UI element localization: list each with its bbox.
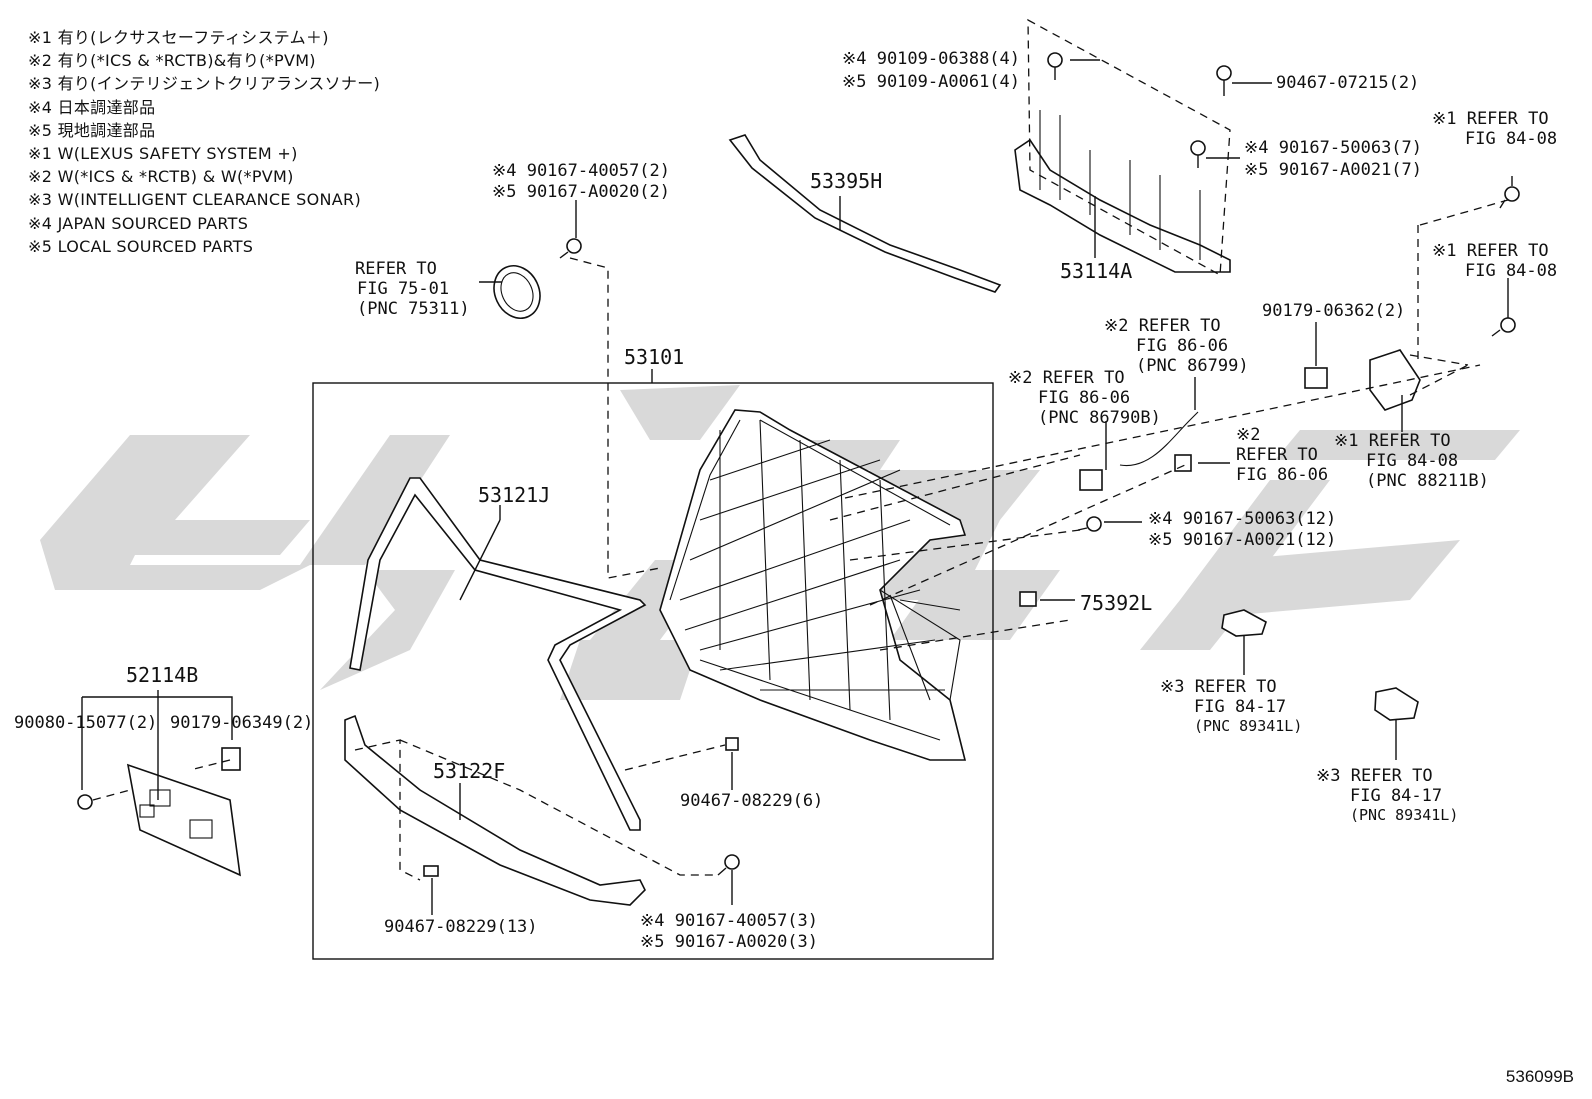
grille-molding-part (349, 477, 647, 831)
callout-90167-A0021-12: ※5 90167-A0021(12) (1148, 530, 1336, 550)
note-line: ※4 日本調達部品 (28, 97, 156, 117)
ref-fig-86-06-c: FIG 86-06 (1236, 465, 1328, 485)
callout-90167-50063-7: ※4 90167-50063(7) (1244, 138, 1422, 158)
note-line: ※5 LOCAL SOURCED PARTS (28, 236, 254, 256)
ref-fig-86-06-c: ※2 (1236, 425, 1260, 445)
ref-pnc-88211b: FIG 84-08 (1366, 451, 1458, 471)
ref-fig-84-08-b: ※1 REFER TO (1432, 241, 1549, 261)
lower-molding-part (344, 714, 646, 906)
upper-strip-part (728, 134, 1002, 293)
assembly-frame (312, 382, 994, 960)
figure-number: 536099B (1505, 1067, 1574, 1086)
callout-90167-50063-12: ※4 90167-50063(12) (1148, 509, 1336, 529)
ref-pnc-86790b: FIG 86-06 (1038, 388, 1130, 408)
callout-90167-40057-2: ※4 90167-40057(2) (492, 161, 670, 181)
ref-pnc-86799: ※2 REFER TO (1104, 316, 1221, 336)
sonar-sensors (1221, 609, 1419, 721)
ref-fig-86-06-c: REFER TO (1236, 445, 1318, 465)
note-line: ※3 W(INTELLIGENT CLEARANCE SONAR) (28, 190, 362, 210)
fastener-set (423, 52, 1520, 877)
ref-fig-75-01: REFER TO (355, 259, 437, 279)
callout-90167-40057-3: ※4 90167-40057(3) (640, 911, 818, 931)
label-52114B: 52114B (126, 663, 198, 687)
note-line: ※2 有り(*ICS & *RCTB)&有り(*PVM) (28, 51, 316, 71)
ref-fig-84-08-a: ※1 REFER TO (1432, 109, 1549, 129)
ref-pnc-89341l-a: (PNC 89341L) (1194, 717, 1302, 735)
note-line: ※1 有り(レクサスセーフティシステム＋) (28, 28, 329, 47)
ref-pnc-89341l-b: (PNC 89341L) (1350, 806, 1458, 824)
radiator-grille-part (659, 409, 967, 761)
note-line: ※4 JAPAN SOURCED PARTS (28, 213, 249, 233)
callout-90467-08229-6: 90467-08229(6) (680, 791, 823, 811)
ref-fig-84-08-a: FIG 84-08 (1465, 129, 1557, 149)
label-53122F: 53122F (433, 759, 505, 783)
ref-fig-75-01: (PNC 75311) (357, 299, 470, 319)
callout-90080-15077: 90080-15077(2) (14, 713, 157, 733)
note-line: ※5 現地調達部品 (28, 120, 156, 140)
callout-90167-A0020-3: ※5 90167-A0020(3) (640, 932, 818, 952)
label-53121J: 53121J (478, 483, 550, 507)
note-line: ※2 W(*ICS & *RCTB) & W(*PVM) (28, 167, 294, 187)
label-53114A: 53114A (1060, 259, 1132, 283)
ref-pnc-89341l-a: FIG 84-17 (1194, 697, 1286, 717)
ref-pnc-88211b: (PNC 88211B) (1366, 471, 1489, 491)
note-line: ※3 有り(インテリジェントクリアランスソナー) (28, 74, 381, 94)
ref-pnc-89341l-a: ※3 REFER TO (1160, 677, 1277, 697)
leader-lines (431, 59, 1513, 915)
assembly-guide-lines (354, 257, 1481, 881)
ref-pnc-86799: (PNC 86799) (1136, 356, 1249, 376)
ref-pnc-89341l-b: ※3 REFER TO (1316, 766, 1433, 786)
callout-90109-A0061: ※5 90109-A0061(4) (842, 72, 1020, 92)
callout-90467-07215: 90467-07215(2) (1276, 73, 1419, 93)
emblem-part (493, 265, 541, 319)
callout-90179-06362: 90179-06362(2) (1262, 301, 1405, 321)
ref-pnc-88211b: ※1 REFER TO (1334, 431, 1451, 451)
ref-fig-84-08-b: FIG 84-08 (1465, 261, 1557, 281)
callout-90467-08229-13: 90467-08229(13) (384, 917, 538, 937)
ref-pnc-89341l-b: FIG 84-17 (1350, 786, 1442, 806)
notes-legend: ※1 有り(レクサスセーフティシステム＋) ※2 有り(*ICS & *RCTB… (28, 26, 380, 258)
ref-pnc-86790b: ※2 REFER TO (1008, 368, 1125, 388)
callout-90167-A0021-7: ※5 90167-A0021(7) (1244, 160, 1422, 180)
label-53101: 53101 (624, 345, 684, 369)
license-bracket-part (77, 690, 241, 877)
ref-pnc-86790b: (PNC 86790B) (1038, 408, 1161, 428)
radar-sensor-part (1369, 199, 1509, 411)
label-75392L: 75392L (1080, 591, 1152, 615)
callout-90167-A0020-2: ※5 90167-A0020(2) (492, 182, 670, 202)
callout-90179-06349: 90179-06349(2) (170, 713, 313, 733)
label-53395H: 53395H (810, 169, 882, 193)
ref-fig-75-01: FIG 75-01 (357, 279, 449, 299)
ref-pnc-86799: FIG 86-06 (1136, 336, 1228, 356)
note-line: ※1 W(LEXUS SAFETY SYSTEM +) (28, 144, 298, 164)
bracket-part (1014, 18, 1231, 277)
callout-90109-06388: ※4 90109-06388(4) (842, 49, 1020, 69)
